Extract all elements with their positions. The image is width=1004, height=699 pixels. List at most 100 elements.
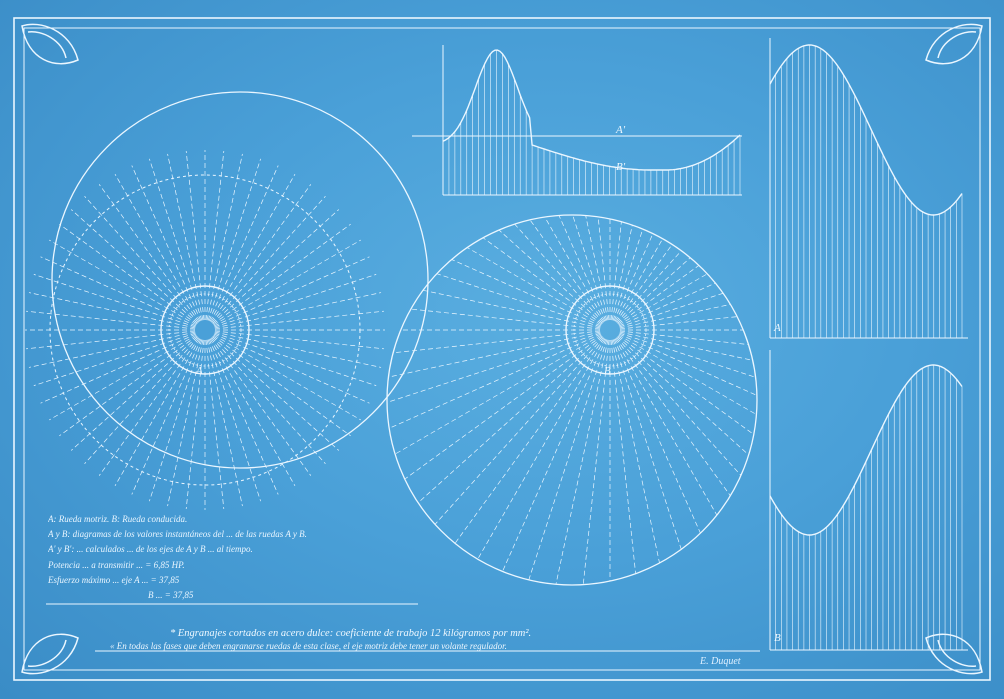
wheel-a-outer-ellipse (51, 91, 429, 469)
corner-ornament-top-left (21, 23, 79, 65)
right-top-hatching (769, 45, 963, 338)
wheel-b-spoke (582, 339, 610, 585)
wheel-a-label: A (196, 365, 203, 377)
wheel-a-spoke (210, 184, 312, 323)
wheel-b-spokes (386, 214, 758, 585)
wheel-a-spoke (114, 173, 201, 322)
wheel-b (386, 214, 758, 586)
wheel-b-spoke (544, 216, 606, 322)
wheel-a-spoke (33, 332, 196, 386)
wheel-b-spoke (612, 339, 682, 550)
wheel-b-spoke (558, 215, 607, 322)
wheel-b-spoke (389, 333, 602, 429)
wheel-b-spoke (619, 292, 724, 328)
wheel-b-spoke (619, 330, 749, 345)
wheel-b-spoke (610, 221, 622, 321)
wheel-a-spoke (25, 330, 196, 350)
wheel-b-spoke (529, 219, 605, 323)
right-bottom-chart (769, 350, 968, 651)
wheel-a-spoke (208, 338, 279, 495)
wheel-a-spokes (25, 150, 385, 510)
wheel-b-spoke (618, 273, 708, 326)
wheel-b-spoke (597, 216, 610, 321)
wheel-b-spoke (611, 339, 660, 564)
wheel-a-spoke (59, 335, 198, 437)
wheel-a-spoke (213, 256, 370, 327)
wheel-a-spoke (214, 292, 382, 329)
wheel-a-spoke (214, 332, 377, 386)
small-chart (412, 45, 742, 196)
wheel-a-spoke (149, 158, 203, 321)
wheel-a-spoke (205, 150, 225, 321)
wheel-a-spoke (212, 223, 351, 325)
wheel-a-spoke (28, 331, 196, 368)
corner-ornament-top-right (925, 23, 983, 65)
wheel-b-spoke (611, 225, 633, 321)
wheel-a (25, 91, 429, 510)
wheel-a-spoke (114, 338, 201, 487)
wheel-a-spoke (28, 292, 196, 329)
wheel-a-spoke (206, 153, 243, 321)
wheel-a-spoke (48, 334, 197, 421)
wheel-a-spoke (48, 239, 197, 326)
wheel-b-spoke (615, 337, 731, 496)
wheel-b-spoke (619, 304, 731, 329)
wheel-a-spoke (213, 334, 362, 421)
wheel-b-spoke (467, 247, 602, 326)
legend-block: A: Rueda motriz. B: Rueda conducida. A y… (48, 512, 418, 603)
wheel-b-spoke (619, 331, 753, 361)
wheel-a-spoke (206, 339, 243, 507)
wheel-a-spoke (205, 339, 225, 510)
legend-line: B ... = 37,85 (148, 590, 194, 601)
right-top-curve (769, 44, 963, 216)
small-chart-hatching (442, 50, 741, 195)
wheel-b-spoke (618, 333, 758, 396)
right-top-chart-label: A (774, 322, 781, 334)
wheel-a-spoke (185, 150, 205, 321)
wheel-a-spoke (131, 338, 202, 495)
wheel-b-spoke (477, 338, 606, 560)
wheel-b-spoke (393, 330, 601, 354)
legend-line: A: Rueda motriz. B: Rueda conducida. (48, 514, 188, 524)
wheel-b-spoke (422, 289, 601, 329)
legend-line: Esfuerzo máximo ... eje A ... = 37,85 (48, 574, 180, 585)
wheel-b-spoke (616, 337, 742, 476)
wheel-b-spoke (610, 339, 636, 574)
inner-border (23, 27, 981, 671)
wheel-b-spoke (616, 250, 682, 323)
right-top-chart (769, 38, 968, 339)
wheel-b-spoke (482, 237, 603, 325)
wheel-b-spoke (614, 338, 718, 516)
wheel-a-spoke (40, 256, 197, 327)
legend-line: Potencia ... a transmitir ... = 6,85 HP. (48, 559, 185, 570)
caption-line-2: « En todas las fases que deben engranars… (110, 641, 507, 651)
wheel-b-spoke (618, 334, 757, 415)
wheel-b-spoke (394, 334, 602, 455)
wheel-b-outer-circle (386, 214, 758, 586)
wheel-b-spoke (498, 229, 603, 324)
wheel-b-spoke (410, 308, 601, 330)
wheel-a-spoke (214, 274, 377, 328)
caption-line-1: * Engranajes cortados en acero dulce: co… (170, 628, 532, 639)
wheel-b-spoke (613, 233, 654, 322)
legend-line: A y B: diagramas de los valores instantá… (48, 529, 307, 540)
wheel-a-spoke (211, 195, 326, 323)
wheel-a-spoke (214, 330, 385, 350)
wheel-a-spoke (131, 165, 202, 322)
wheel-a-spoke (25, 310, 196, 330)
wheel-b-spoke (585, 215, 609, 321)
wheel-b-spoke (618, 282, 716, 327)
wheel-a-spoke (213, 333, 370, 404)
small-chart-curve-b-label: B' (616, 161, 626, 173)
wheel-b-spoke (388, 331, 601, 378)
wheel-b-spoke (572, 214, 608, 321)
wheel-a-spoke (185, 339, 205, 510)
wheel-a-spoke (212, 209, 340, 324)
wheel-a-spoke (98, 337, 200, 476)
wheel-a-spoke (149, 339, 203, 502)
wheel-b-spoke (514, 223, 604, 323)
wheel-a-spoke (210, 337, 312, 476)
wheel-a-spoke (209, 173, 296, 322)
